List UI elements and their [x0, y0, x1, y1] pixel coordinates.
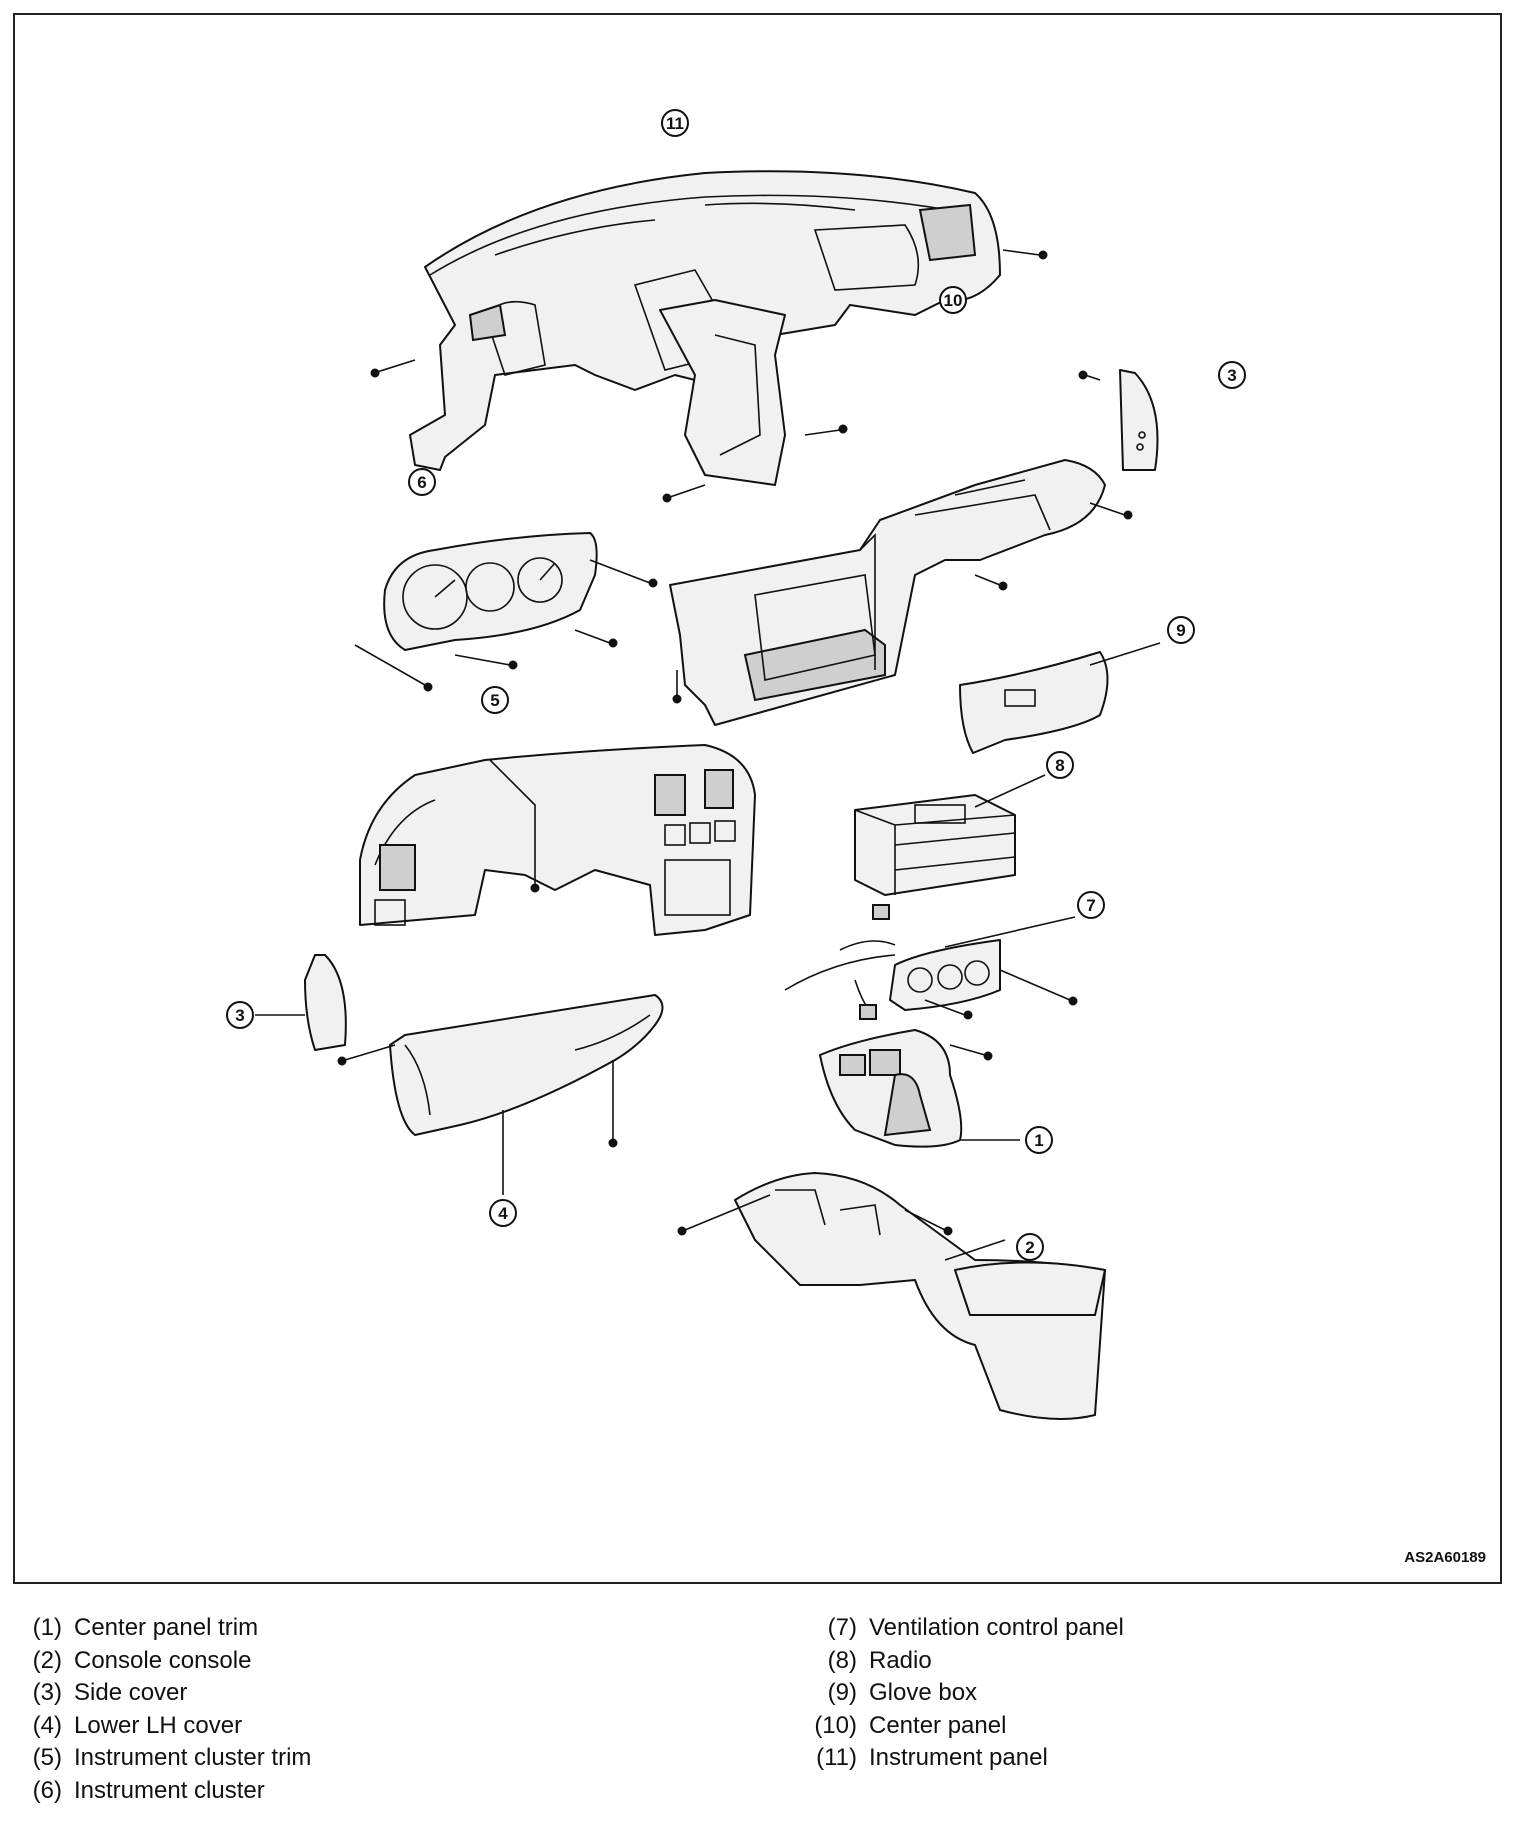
callout-number: 11: [666, 114, 684, 133]
center-panel-part: [669, 459, 1133, 726]
callout-number: 7: [1086, 896, 1095, 915]
ventilation-control-part: [784, 904, 1078, 1020]
instrument-cluster-part: [354, 532, 658, 692]
legend-item: (8) Radio: [795, 1645, 1124, 1678]
legend-text: Instrument cluster trim: [74, 1744, 312, 1771]
legend-item: (10) Center panel: [795, 1710, 1124, 1743]
legend-number: (4): [32, 1711, 62, 1739]
callout-4: 4: [489, 1199, 517, 1227]
callout-circle: [226, 1001, 254, 1029]
legend-number: (9): [827, 1679, 857, 1706]
callout-circle: [1167, 616, 1195, 644]
legend-item: (9) Glove box: [795, 1677, 1124, 1710]
fastener-bolts: [370, 249, 1048, 503]
figure-code: AS2A60189: [1404, 1549, 1486, 1566]
callout-circle: [481, 686, 509, 714]
legend-item: (2) Console console: [0, 1645, 311, 1678]
parts-legend: (1) Center panel trim (2) Console console (3…: [0, 1612, 1520, 1822]
legend-number: (7): [827, 1614, 857, 1641]
instrument-cluster-trim-part: [359, 744, 756, 936]
callout-number: 3: [235, 1006, 244, 1025]
legend-number: (2): [32, 1646, 62, 1674]
legend-right-column: (7) Ventilation control panel (8) Radio (9) G…: [795, 1612, 1124, 1775]
legend-text: Instrument panel: [869, 1744, 1048, 1771]
exploded-view-drawing: 11 10 3 6 9 5 8 7 3 1 2 4: [226, 109, 1246, 1420]
legend-text: Center panel trim: [74, 1614, 259, 1641]
legend-number: (5): [32, 1744, 62, 1771]
center-panel-trim-part: [819, 1029, 1020, 1148]
legend-text: Radio: [869, 1646, 932, 1674]
legend-number: (10): [814, 1711, 857, 1739]
callout-circle: [661, 109, 689, 137]
callout-9: 9: [1167, 616, 1195, 644]
lower-lh-cover-part: [337, 994, 664, 1195]
legend-text: Lower LH cover: [74, 1711, 243, 1739]
legend-item: (4) Lower LH cover: [0, 1710, 311, 1743]
callout-circle: [1016, 1233, 1044, 1261]
console-part: [677, 1172, 1106, 1420]
callout-number: 3: [1227, 366, 1236, 385]
callout-11: 11: [661, 109, 689, 137]
legend-number: (11): [816, 1744, 857, 1771]
callout-circle: [408, 468, 436, 496]
side-cover-left-part: [255, 954, 347, 1051]
legend-number: (6): [32, 1776, 62, 1804]
legend-item: (7) Ventilation control panel: [795, 1612, 1124, 1645]
legend-text: Ventilation control panel: [869, 1614, 1124, 1641]
legend-number: (8): [827, 1646, 857, 1674]
glove-box-part: [959, 642, 1161, 754]
legend-number: (3): [32, 1679, 62, 1706]
callout-number: 10: [944, 291, 963, 310]
legend-item: (3) Side cover: [0, 1677, 311, 1710]
legend-text: Instrument cluster: [74, 1776, 265, 1804]
callout-7: 7: [1077, 891, 1105, 919]
callout-8: 8: [1046, 751, 1074, 779]
legend-text: Center panel: [869, 1711, 1007, 1739]
callout-number: 2: [1025, 1238, 1034, 1257]
callout-number: 6: [417, 473, 426, 492]
diagram-frame: 11 10 3 6 9 5 8 7 3 1 2 4 AS2A60189: [13, 13, 1502, 1584]
callout-3: 3: [1218, 361, 1246, 389]
callout-1: 1: [1025, 1126, 1053, 1154]
callout-group: 11 10 3 6 9 5 8 7 3 1 2 4: [226, 109, 1246, 1261]
callout-number: 9: [1176, 621, 1185, 640]
legend-item: (11) Instrument panel: [795, 1742, 1124, 1775]
callout-circle: [939, 286, 967, 314]
callout-circle: [1218, 361, 1246, 389]
callout-6: 6: [408, 468, 436, 496]
callout-circle: [1025, 1126, 1053, 1154]
legend-number: (1): [32, 1614, 62, 1641]
radio-part: [854, 774, 1046, 896]
side-cover-right-part: [1078, 369, 1159, 471]
legend-text: Console console: [74, 1646, 252, 1674]
legend-item: (5) Instrument cluster trim: [0, 1742, 312, 1775]
callout-2: 2: [1016, 1233, 1044, 1261]
callout-5: 5: [481, 686, 509, 714]
callout-circle: [489, 1199, 517, 1227]
legend-left-column: (1) Center panel trim (2) Console console (3…: [0, 1612, 312, 1808]
legend-item: (6) Instrument cluster: [0, 1775, 311, 1808]
callout-3: 3: [226, 1001, 254, 1029]
instrument-panel-part: [409, 170, 1001, 486]
callout-circle: [1046, 751, 1074, 779]
legend-text: Side cover: [74, 1679, 188, 1706]
callout-number: 5: [490, 691, 499, 710]
callout-circle: [1077, 891, 1105, 919]
legend-item: (1) Center panel trim: [0, 1612, 311, 1645]
legend-text: Glove box: [869, 1679, 978, 1706]
callout-number: 4: [498, 1204, 508, 1223]
callout-number: 8: [1055, 756, 1064, 775]
callout-number: 1: [1034, 1131, 1043, 1150]
callout-10: 10: [939, 286, 967, 314]
